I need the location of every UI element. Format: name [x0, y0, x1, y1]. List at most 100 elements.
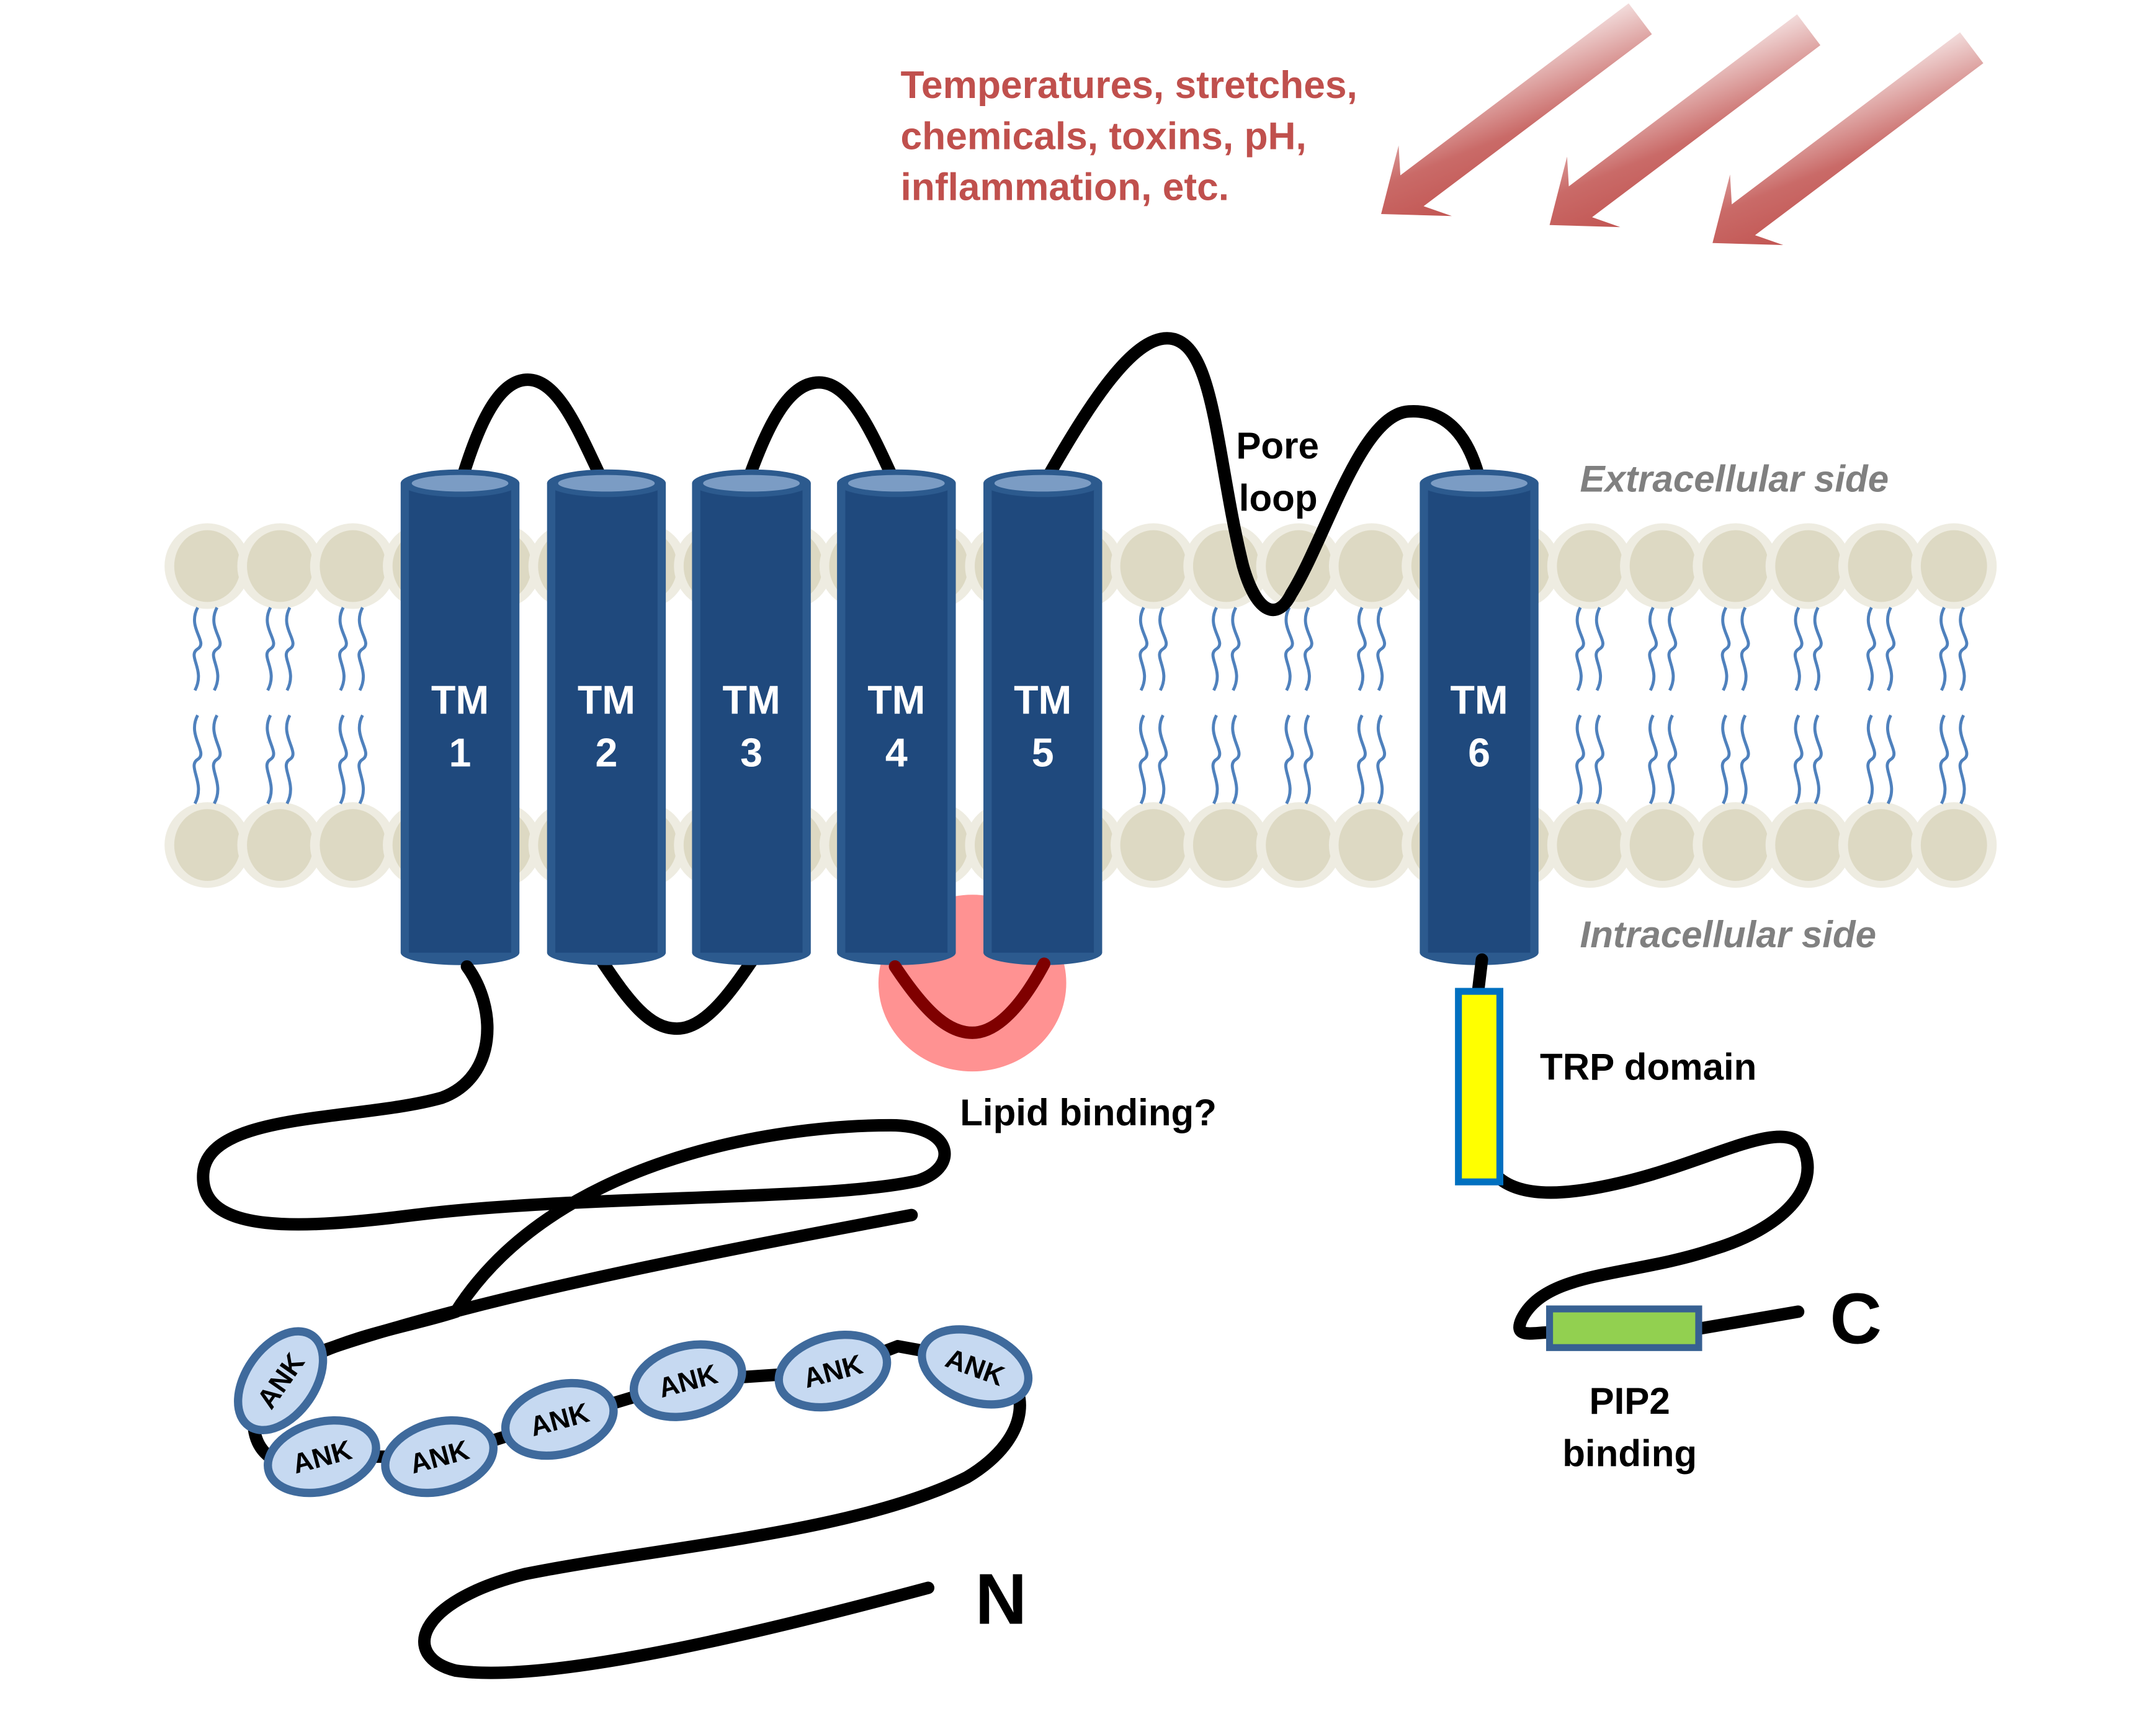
ankyrin-repeat: ANK	[381, 1416, 498, 1498]
ankyrin-repeat-shape	[381, 1416, 498, 1498]
lipid-head	[1192, 809, 1259, 881]
ankyrin-repeat: ANK	[501, 1378, 618, 1460]
ankyrin-repeat-shape	[234, 1327, 328, 1434]
helix-cap-face	[848, 475, 945, 492]
helix-core	[991, 483, 1094, 953]
stimuli-label: Temperatures, stretches, chemicals, toxi…	[900, 64, 1357, 209]
lipid-head	[320, 809, 387, 881]
pip2-label-1: PIP2	[1590, 1380, 1670, 1422]
lipid-tail	[1648, 714, 1658, 805]
lipid-tail	[1667, 607, 1678, 692]
lipid-tail	[1595, 714, 1604, 805]
lipid-tail	[1211, 714, 1222, 805]
lipid-tail	[1595, 607, 1604, 692]
helix-label-2: 1	[449, 730, 472, 775]
lipid-tail	[1885, 714, 1896, 805]
lipid-head	[174, 530, 241, 602]
lipid-tail	[1304, 714, 1313, 805]
lipid-tail	[357, 607, 367, 692]
lipid-head	[1557, 809, 1624, 881]
lipid-tail	[265, 714, 275, 805]
lipid-tail	[1575, 714, 1585, 805]
helix-core	[555, 483, 658, 953]
helix-tm1: TM 1	[400, 469, 520, 965]
lipid-head	[1702, 530, 1769, 602]
lipid-head	[247, 809, 313, 881]
lipid-tail	[1284, 607, 1294, 692]
lipid-tail	[1648, 607, 1658, 692]
ankyrin-repeat: ANK	[234, 1327, 328, 1434]
lipid-tail	[1794, 714, 1804, 805]
pore-loop	[1037, 332, 1487, 616]
lipid-tail	[1813, 607, 1823, 692]
helix-label-1: TM	[1450, 678, 1508, 723]
stimulus-arrows	[1381, 3, 1984, 246]
lipid-head	[1848, 809, 1915, 881]
lipid-tail	[1667, 714, 1678, 805]
lipid-tail	[1720, 714, 1731, 805]
stimulus-arrow-2	[1549, 14, 1821, 228]
lipid-head	[1338, 530, 1405, 602]
lipid-head	[1775, 530, 1842, 602]
lipid-tail	[1939, 607, 1949, 692]
ankyrin-repeat: ANK	[629, 1340, 746, 1421]
loop-tm2-tm3	[594, 953, 759, 1035]
lipid-tail	[1304, 607, 1313, 692]
n-terminus-label: N	[975, 1558, 1027, 1639]
helix-core	[845, 483, 948, 953]
c-terminal-tail	[1695, 1305, 1805, 1335]
pip2-binding-box	[1546, 1305, 1702, 1351]
lipid-head	[1775, 809, 1842, 881]
lipid-tail	[1740, 714, 1750, 805]
ankyrin-repeat-shape	[501, 1378, 618, 1460]
ankyrin-repeat: ANK	[264, 1416, 380, 1498]
lipid-tail	[1376, 714, 1386, 805]
lipid-tail	[1230, 607, 1241, 692]
helix-label-2: 3	[740, 730, 763, 775]
lipid-tail	[285, 714, 295, 805]
lipid-tail	[1794, 607, 1804, 692]
loop-tm1-tm2	[452, 373, 612, 497]
lipid-tail	[192, 714, 203, 805]
lipid-tail	[1720, 607, 1731, 692]
intracellular-loops	[594, 953, 759, 1035]
helix-tm3: TM 3	[692, 469, 811, 965]
helix-core	[409, 483, 511, 953]
pore-loop-label-1: Pore	[1236, 425, 1319, 467]
lipid-tail	[357, 714, 367, 805]
lipid-tail	[1138, 714, 1148, 805]
helix-label-1: TM	[431, 678, 489, 723]
pore-loop-label-2: loop	[1239, 478, 1318, 519]
helix-label-2: 2	[595, 730, 617, 775]
ankyrin-repeat-shape	[774, 1330, 892, 1412]
stimulus-arrow-3	[1712, 32, 1984, 246]
lipid-tail	[265, 607, 275, 692]
trp-domain-label: TRP domain	[1540, 1046, 1756, 1087]
ankyrin-repeat: ANK	[774, 1330, 892, 1412]
lipid-tail	[1939, 714, 1949, 805]
helix-tm2: TM 2	[547, 469, 666, 965]
ankyrin-repeat-shape	[918, 1325, 1033, 1409]
helix-tm4: TM4	[837, 469, 956, 965]
helix-core	[700, 483, 803, 953]
helix-cap-face	[994, 475, 1091, 492]
lipid-tail	[1866, 607, 1876, 692]
lipid-head	[1848, 530, 1915, 602]
helix-label-1: TM	[723, 678, 781, 723]
lipid-tail	[1866, 714, 1876, 805]
loop-tm3-tm4	[740, 376, 903, 493]
extracellular-loops	[452, 332, 1487, 616]
lipid-tail	[1138, 607, 1148, 692]
lipid-tail	[1357, 714, 1367, 805]
lipid-tail	[1376, 607, 1386, 692]
lipid-head	[1629, 809, 1696, 881]
extracellular-label: Extracellular side	[1580, 458, 1889, 499]
stimulus-arrow-1	[1381, 3, 1652, 217]
lipid-head	[1338, 809, 1405, 881]
lipid-tail	[1211, 607, 1222, 692]
helix-label-1: TM	[578, 678, 635, 723]
helix-label-1: TM	[1014, 678, 1071, 723]
